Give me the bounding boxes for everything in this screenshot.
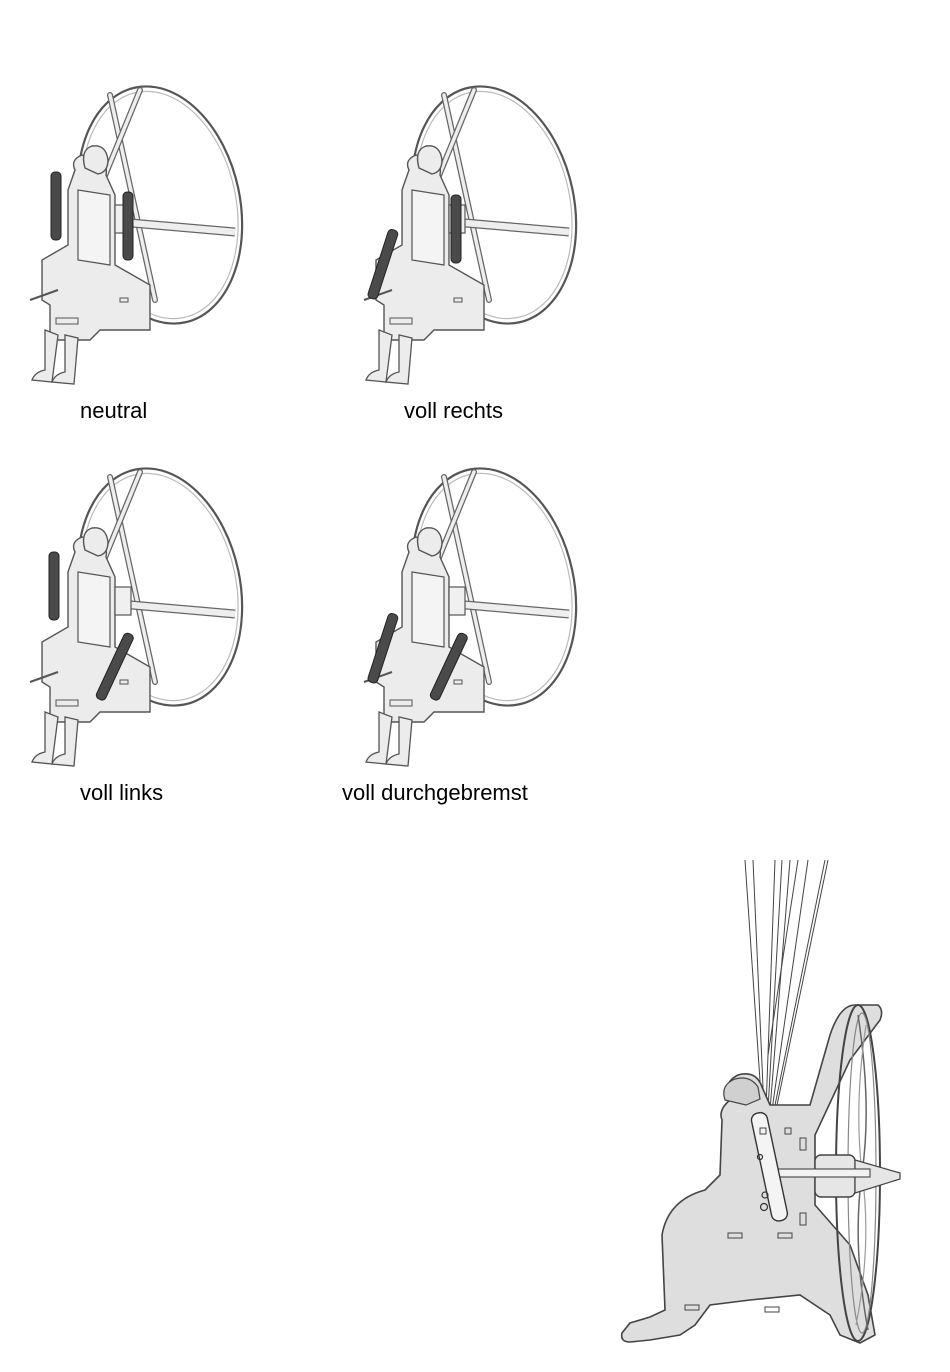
left-brake-lever [51,172,61,240]
figure-voll-rechts [334,60,614,390]
paramotor-illustration-voll-rechts [334,60,614,390]
figure-voll-durchgebremst [334,442,614,772]
paramotor-illustration-voll-links [0,442,280,772]
paramotor-illustration-neutral [0,60,280,390]
right-brake-lever [451,195,461,263]
suspension-lines [745,860,828,1110]
boom [775,1169,870,1177]
figure-neutral [0,60,280,390]
side-view-drawing [610,855,930,1370]
caption-voll-rechts: voll rechts [404,398,503,424]
figure-voll-links [0,442,280,772]
right-brake-lever [123,192,133,260]
caption-neutral: neutral [80,398,147,424]
paramotor-side-view [610,855,930,1370]
caption-voll-links: voll links [80,780,163,806]
left-brake-lever [49,552,59,620]
caption-voll-durchgebremst: voll durchgebremst [342,780,528,806]
paramotor-illustration-voll-durchgebremst [334,442,614,772]
